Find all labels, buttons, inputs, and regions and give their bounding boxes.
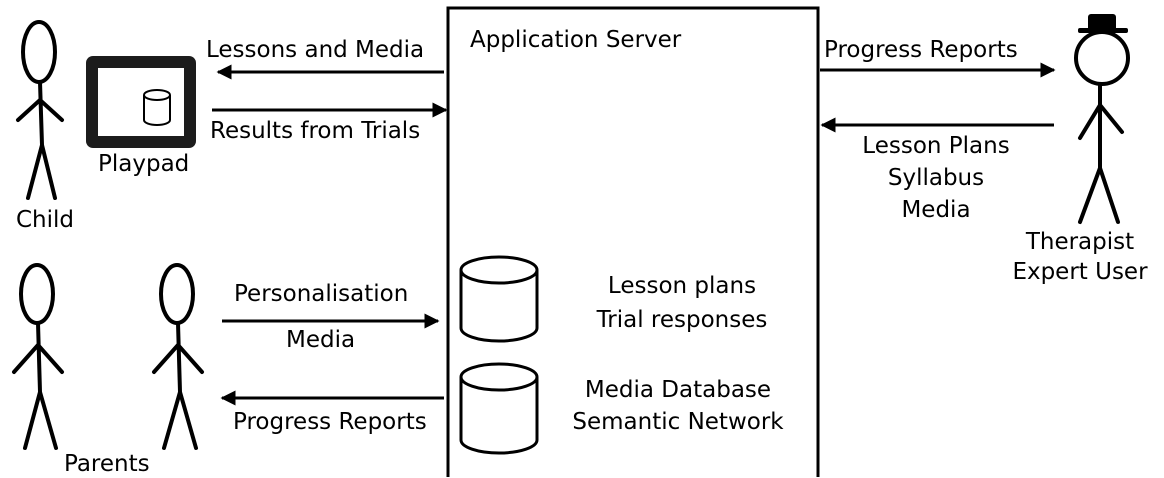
child-figure bbox=[16, 20, 64, 200]
arrow-label-media: Media bbox=[286, 327, 356, 353]
arrow-label-personalisation: Personalisation bbox=[234, 281, 409, 307]
arrow-label-therapist-inputs-3: Media bbox=[901, 197, 971, 223]
arrow-label-therapist-inputs-1: Lesson Plans bbox=[862, 133, 1010, 159]
lesson-db-label-1: Lesson plans bbox=[607, 273, 757, 299]
media-db-label-2: Semantic Network bbox=[572, 409, 784, 435]
therapist-label-2: Expert User bbox=[1012, 259, 1148, 285]
parent-figure-1 bbox=[12, 263, 64, 450]
child-label: Child bbox=[16, 207, 75, 233]
therapist-figure bbox=[1074, 30, 1130, 224]
lesson-db-label-2: Trial responses bbox=[596, 307, 768, 333]
media-database-icon bbox=[459, 362, 539, 455]
arrow-label-therapist-inputs-2: Syllabus bbox=[887, 165, 985, 191]
arrow-label-results-trials: Results from Trials bbox=[210, 118, 421, 144]
arrow-label-progress-therapist: Progress Reports bbox=[824, 37, 1018, 63]
application-server-box bbox=[446, 6, 820, 477]
media-db-label-1: Media Database bbox=[584, 377, 772, 403]
playpad-label: Playpad bbox=[98, 151, 190, 177]
parent-figure-2 bbox=[152, 263, 204, 450]
playpad-tablet-icon bbox=[86, 56, 196, 148]
therapist-label-1: Therapist bbox=[1025, 229, 1135, 255]
arrow-label-progress-parents: Progress Reports bbox=[233, 409, 427, 435]
server-title: Application Server bbox=[470, 27, 682, 53]
arrow-label-lessons-media: Lessons and Media bbox=[206, 37, 425, 63]
lesson-database-icon bbox=[459, 255, 539, 343]
parents-label: Parents bbox=[64, 451, 150, 477]
hat-icon bbox=[1078, 14, 1128, 33]
